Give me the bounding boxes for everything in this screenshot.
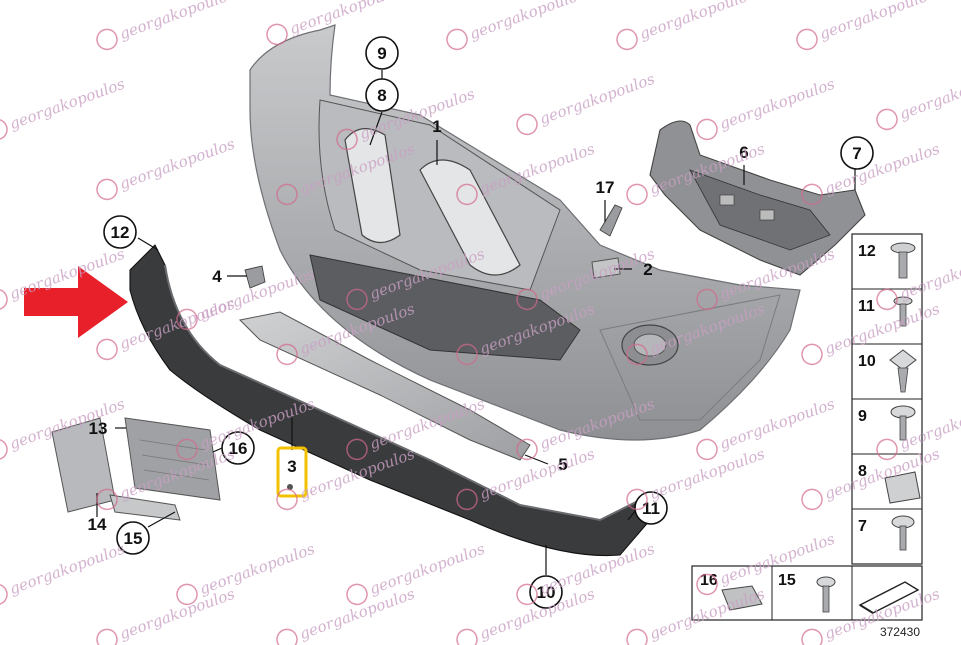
trim-tape-icon: [858, 581, 920, 614]
watermark: georgakopoulos: [346, 540, 487, 606]
svg-text:georgakopoulos: georgakopoulos: [367, 540, 487, 598]
legend-row-7-label: 7: [858, 518, 867, 535]
callout-8-label: 8: [377, 86, 386, 105]
callout-15: 15: [116, 521, 150, 555]
callout-16-label: 16: [229, 439, 248, 458]
red-arrow-indicator: [24, 266, 128, 338]
watermark: georgakopoulos: [276, 585, 417, 645]
svg-text:georgakopoulos: georgakopoulos: [197, 540, 317, 598]
svg-text:georgakopoulos: georgakopoulos: [287, 0, 407, 38]
svg-text:georgakopoulos: georgakopoulos: [7, 540, 127, 598]
speed-nut-icon: [884, 471, 921, 504]
watermark: georgakopoulos: [96, 135, 237, 201]
callout-12: 12: [103, 215, 137, 249]
bottom-parts-panel: 16 15: [691, 565, 923, 621]
callout-7-label: 7: [852, 144, 861, 163]
svg-text:georgakopoulos: georgakopoulos: [297, 585, 417, 643]
svg-text:georgakopoulos: georgakopoulos: [7, 75, 127, 133]
watermark: georgakopoulos: [446, 0, 587, 51]
callout-2-label: 2: [643, 260, 652, 279]
callout-17-label: 17: [596, 178, 615, 197]
leader-lines: [96, 70, 856, 575]
callout-10-label: 10: [537, 583, 556, 602]
push-rivet-icon: [890, 242, 916, 279]
svg-text:georgakopoulos: georgakopoulos: [897, 65, 961, 123]
watermark: georgakopoulos: [96, 0, 237, 51]
callout-7: 7: [840, 136, 874, 170]
callout-16: 16: [221, 431, 255, 465]
callout-6-label: 6: [739, 143, 748, 162]
svg-text:georgakopoulos: georgakopoulos: [647, 445, 767, 503]
callout-15-label: 15: [124, 529, 143, 548]
callout-4-label: 4: [212, 267, 222, 286]
hex-screw-icon: [891, 515, 915, 551]
svg-text:georgakopoulos: georgakopoulos: [467, 0, 587, 43]
svg-text:georgakopoulos: georgakopoulos: [537, 70, 657, 128]
svg-text:georgakopoulos: georgakopoulos: [637, 0, 757, 43]
svg-text:georgakopoulos: georgakopoulos: [117, 135, 237, 193]
callout-12-label: 12: [111, 223, 130, 242]
callout-8: 8: [365, 78, 399, 112]
clip-rivet-icon: [893, 296, 913, 327]
legend-row-12-label: 12: [858, 243, 876, 260]
watermark: georgakopoulos: [696, 75, 837, 141]
svg-text:georgakopoulos: georgakopoulos: [817, 0, 937, 43]
watermark: georgakopoulos: [876, 65, 961, 131]
callout-11-label: 11: [642, 499, 660, 518]
watermark: georgakopoulos: [516, 70, 657, 136]
callout-5-label: 5: [558, 455, 567, 474]
reference-number: 372430: [880, 625, 920, 639]
svg-text:georgakopoulos: georgakopoulos: [717, 395, 837, 453]
svg-text:georgakopoulos: georgakopoulos: [117, 0, 237, 43]
watermark: georgakopoulos: [796, 0, 937, 51]
watermark: georgakopoulos: [456, 585, 597, 645]
bumper-cover: [249, 24, 801, 441]
lower-grille-strip: [238, 311, 531, 461]
callout-10: 10: [529, 575, 563, 609]
watermark: georgakopoulos: [96, 585, 237, 645]
watermark: georgakopoulos: [0, 540, 127, 606]
legend-row-9-label: 9: [858, 408, 867, 425]
legend-row-10-label: 10: [858, 353, 876, 370]
bumper-bracket: [649, 120, 866, 276]
legend-row-11-label: 11: [858, 298, 875, 315]
expansion-nut-icon: [889, 349, 917, 393]
clip-17: [599, 204, 623, 237]
front-spoiler-lip: [129, 244, 651, 557]
self-tapping-screw-icon: [816, 576, 836, 613]
watermark: georgakopoulos: [0, 75, 127, 141]
svg-text:georgakopoulos: georgakopoulos: [477, 445, 597, 503]
callout-3-label: 3: [287, 457, 296, 476]
callout-9-label: 9: [377, 44, 386, 63]
svg-text:georgakopoulos: georgakopoulos: [717, 75, 837, 133]
callout-1-label: 1: [432, 117, 441, 136]
watermark: georgakopoulos: [616, 0, 757, 51]
bottom-panel-15-label: 15: [778, 572, 796, 589]
svg-text:georgakopoulos: georgakopoulos: [822, 140, 942, 198]
pad-icon: [721, 585, 763, 611]
callout-13-label: 13: [89, 419, 108, 438]
callout-9: 9: [365, 36, 399, 70]
callout-14-label: 14: [88, 515, 107, 534]
screw-washer-icon: [890, 405, 916, 441]
legend-row-8-label: 8: [858, 463, 867, 480]
cap-4: [244, 265, 266, 289]
callout-3-highlight: 3: [276, 446, 308, 498]
